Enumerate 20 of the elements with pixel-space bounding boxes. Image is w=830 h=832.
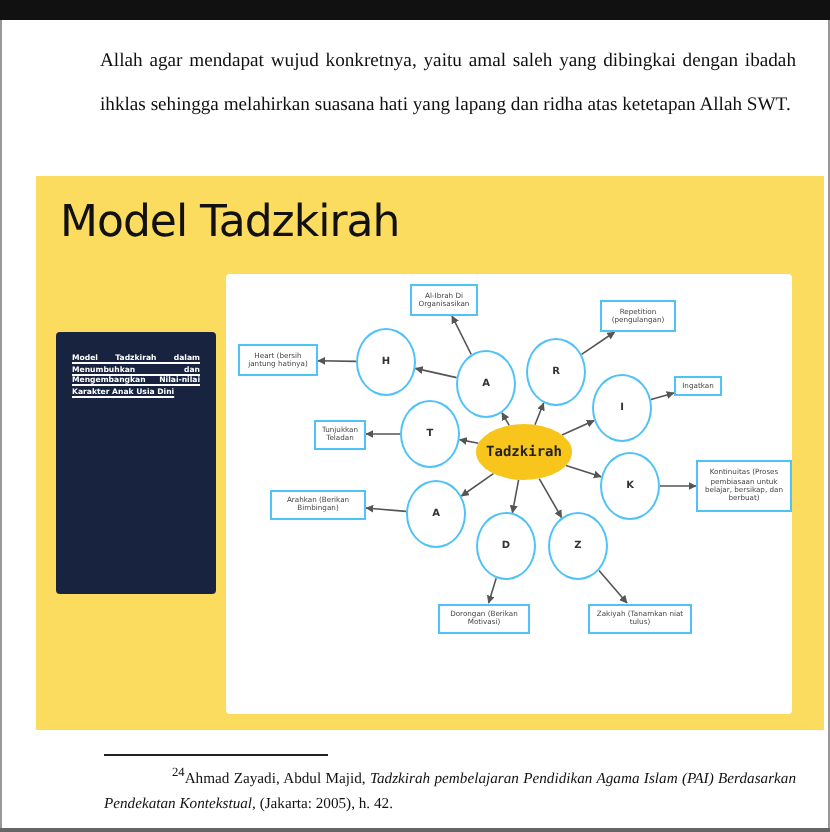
figure-title: Model Tadzkirah — [60, 198, 400, 248]
arrow — [659, 482, 697, 490]
arrow — [598, 569, 628, 604]
arrow — [365, 430, 401, 438]
arrow — [501, 412, 510, 427]
arrow — [509, 479, 520, 514]
arrow — [580, 331, 616, 356]
arrow — [414, 366, 458, 379]
body-paragraph: Allah agar mendapat wujud konkretnya, yaitu amal saleh yang dibingkai dengan ibadah ihklas sehingga melahirkan suasana hati yang lapang dan ridha atas ketetapan Allah SWT. — [100, 48, 796, 120]
arrow — [650, 391, 675, 401]
arrow — [561, 419, 595, 436]
arrow — [451, 315, 472, 356]
arrow — [565, 464, 602, 479]
arrow — [458, 437, 480, 445]
arrow — [486, 577, 497, 604]
arrow — [538, 477, 563, 519]
arrow — [534, 402, 545, 426]
arrow — [365, 504, 407, 513]
arrow — [317, 356, 357, 365]
arrow — [460, 472, 495, 497]
